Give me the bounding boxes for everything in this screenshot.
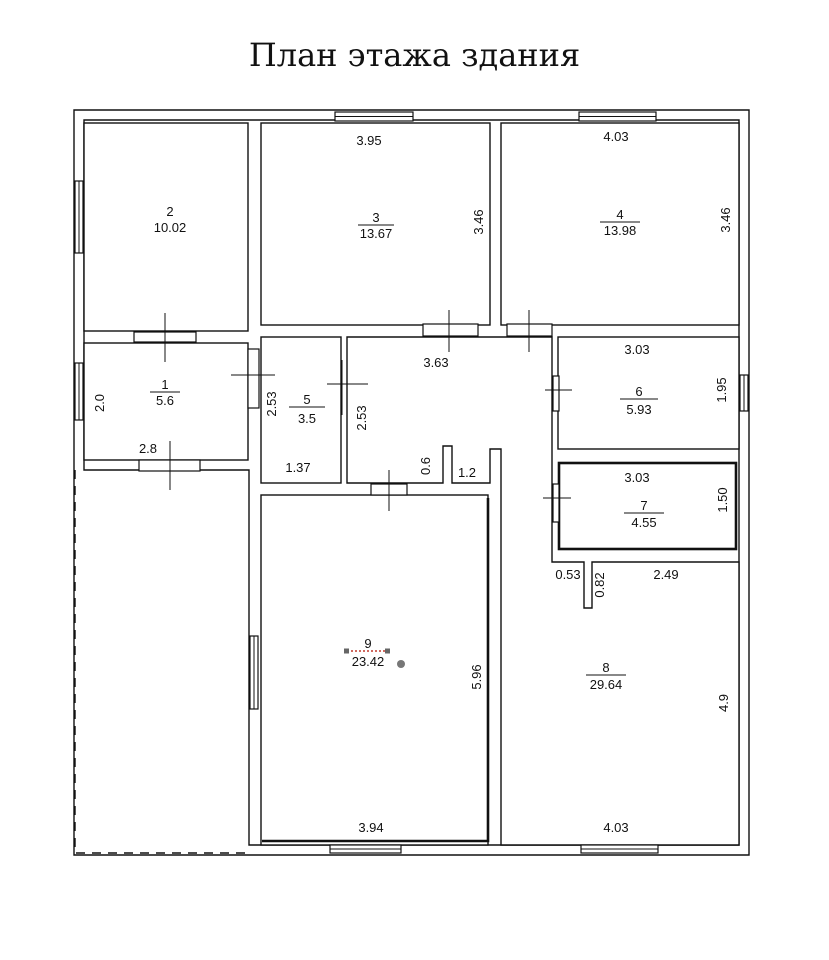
dim-r8-width: 4.03 <box>603 820 628 835</box>
dim-hall-b: 1.2 <box>458 465 476 480</box>
dim-r9-height: 5.96 <box>469 664 484 689</box>
door-r9 <box>370 470 408 511</box>
room-9-handle-right[interactable] <box>385 648 390 654</box>
page-title: План этажа здания <box>248 36 581 74</box>
door-r5 <box>327 360 368 415</box>
dim-r3-height: 3.46 <box>471 209 486 234</box>
dim-r4-width: 4.03 <box>603 129 628 144</box>
dim-r6-width: 3.03 <box>624 342 649 357</box>
room-9-outline <box>260 494 489 846</box>
room-5-number: 5 <box>303 392 310 407</box>
dim-r1-width: 2.8 <box>139 441 157 456</box>
door-r3 <box>422 310 479 352</box>
dim-r9-width: 3.94 <box>358 820 383 835</box>
room-2-area: 10.02 <box>154 220 187 235</box>
room-6-area: 5.93 <box>626 402 651 417</box>
dim-r5-width: 1.37 <box>285 460 310 475</box>
dim-hall-width: 3.63 <box>423 355 448 370</box>
room-8-area: 29.64 <box>590 677 623 692</box>
room-7-number: 7 <box>640 498 647 513</box>
dim-hall-a: 0.6 <box>418 457 433 475</box>
room-3-outline <box>260 122 491 326</box>
room-4-number: 4 <box>616 207 623 222</box>
annex-outline <box>74 470 249 854</box>
room-9-thick-wall <box>262 498 490 843</box>
room-1-area: 5.6 <box>156 393 174 408</box>
dim-r8-height: 4.9 <box>716 694 731 712</box>
door-r7 <box>543 483 571 523</box>
door-r1 <box>231 348 275 409</box>
room-9-center-point[interactable] <box>397 660 405 668</box>
room-2-outline <box>83 122 249 332</box>
room-9-number: 9 <box>364 636 371 651</box>
dim-r8-b: 0.82 <box>592 572 607 597</box>
room-5-area: 3.5 <box>298 411 316 426</box>
hall-outline <box>346 336 740 846</box>
room-7-area: 4.55 <box>631 515 656 530</box>
room-9-handle-left[interactable] <box>344 648 349 654</box>
door-r6 <box>545 375 572 412</box>
dim-r6-height: 1.95 <box>714 377 729 402</box>
room-5-outline <box>260 336 342 484</box>
room-4-area: 13.98 <box>604 223 637 238</box>
dim-r8-a: 0.53 <box>555 567 580 582</box>
outer-wall <box>73 109 750 856</box>
dim-r7-width: 3.03 <box>624 470 649 485</box>
door-r4 <box>506 310 553 352</box>
dim-r5-height: 2.53 <box>264 391 279 416</box>
room-3-number: 3 <box>372 210 379 225</box>
room-3-area: 13.67 <box>360 226 393 241</box>
room-1-number: 1 <box>161 377 168 392</box>
room-9-area: 23.42 <box>352 654 385 669</box>
room-8-number: 8 <box>602 660 609 675</box>
room-6-number: 6 <box>635 384 642 399</box>
dim-r3-width: 3.95 <box>356 133 381 148</box>
door-r2 <box>133 313 197 362</box>
dim-r8-c: 2.49 <box>653 567 678 582</box>
dim-r1-height: 2.0 <box>92 394 107 412</box>
dim-hall-height: 2.53 <box>354 405 369 430</box>
door-r1-bottom <box>138 441 201 490</box>
dim-r7-height: 1.50 <box>715 487 730 512</box>
room-6-outline <box>557 336 740 450</box>
room-4-outline <box>500 122 740 326</box>
dim-r4-height: 3.46 <box>718 207 733 232</box>
room-2-number: 2 <box>166 204 173 219</box>
